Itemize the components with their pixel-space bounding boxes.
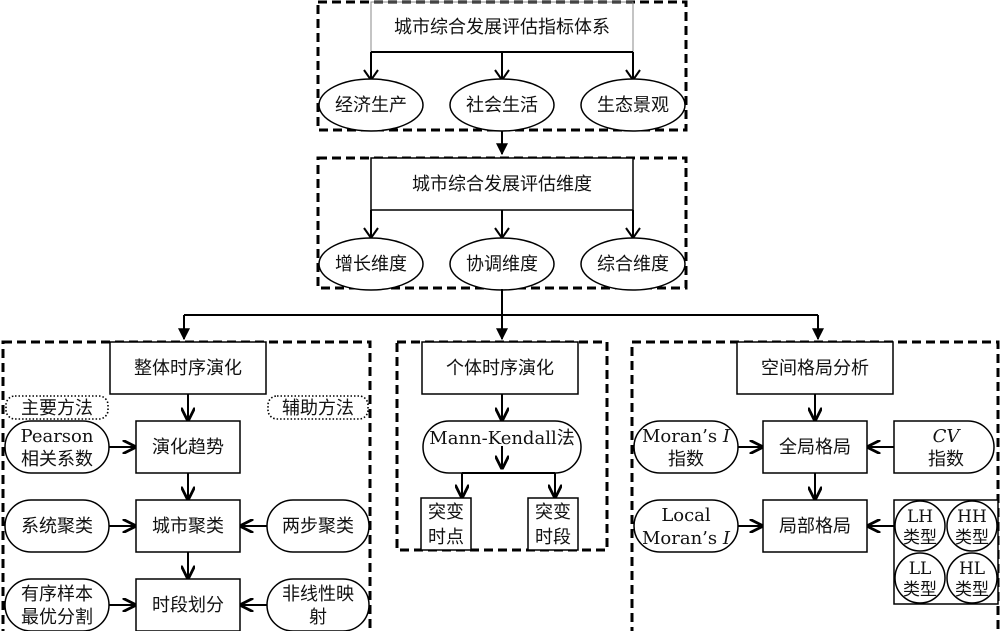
step-period-label: 时段划分: [152, 595, 224, 616]
step-cluster: [135, 499, 241, 553]
lisa-type-ll: [894, 552, 946, 604]
output-change-period: [527, 497, 579, 551]
overall-evolution-section: 整体时序演化 主要方法 辅助方法 演化趋势 城市聚类 时段划分 Pearson …: [1, 340, 372, 631]
branch-connector: [184, 289, 818, 316]
item-ecological-landscape: [580, 78, 686, 132]
lisa-type-hl-code: HL: [959, 559, 985, 579]
lisa-type-hh-label: 类型: [955, 528, 989, 548]
method-nonlinear-line1: 非线性映: [282, 584, 354, 605]
overall-title: 整体时序演化: [134, 358, 242, 379]
individual-evolution-section: 个体时序演化 Mann-Kendall法 突变 时点 突变 时段: [395, 340, 609, 552]
spatial-analysis-section: 空间格局分析 全局格局 局部格局 Moran’s I 指数 CV 指数 Loca…: [630, 340, 1000, 631]
method-ordered-line1: 有序样本: [21, 584, 93, 605]
lisa-type-lh-label: 类型: [903, 528, 937, 548]
main-method-tag: [5, 395, 109, 420]
lisa-type-ll-code: LL: [909, 559, 932, 579]
step-trend-label: 演化趋势: [152, 437, 224, 458]
method-morans-i-line1: Moran’s I: [642, 426, 731, 447]
step-local-pattern: [762, 499, 868, 553]
overall-title-box: [109, 341, 267, 395]
output-change-point-line1: 突变: [428, 502, 464, 523]
method-ordered-line2: 最优分割: [21, 607, 93, 628]
lisa-type-lh-code: LH: [907, 507, 933, 527]
dim-growth: [318, 237, 424, 291]
method-morans-i-line2: 指数: [668, 449, 704, 470]
item-social-life-label: 社会生活: [466, 95, 538, 116]
method-local-line1: Local: [661, 505, 711, 526]
step-cluster-label: 城市聚类: [152, 516, 224, 537]
method-pearson-line1: Pearson: [21, 426, 94, 447]
method-cv-line1: CV: [933, 426, 962, 447]
method-nonlinear-line2: 射: [309, 607, 327, 628]
spatial-title-box: [736, 341, 894, 395]
step-local-pattern-label: 局部格局: [779, 516, 851, 537]
dim-comprehensive-label: 综合维度: [597, 254, 669, 275]
lisa-type-ll-label: 类型: [903, 580, 937, 600]
dim-growth-label: 增长维度: [335, 254, 407, 275]
individual-title-box: [421, 341, 579, 395]
method-local-line2: Moran’s I: [642, 528, 731, 549]
method-pearson-line2: 相关系数: [21, 449, 93, 470]
dim-coordination-label: 协调维度: [466, 254, 538, 275]
indicator-system-section: 城市综合发展评估指标体系 经济生产 社会生活 生态景观: [316, 0, 688, 132]
output-change-point: [420, 497, 472, 551]
item-economic-production: [318, 78, 424, 132]
method-mann-kendall-label: Mann-Kendall法: [429, 428, 574, 449]
dim-comprehensive: [580, 237, 686, 291]
method-two-step-cluster-label: 两步聚类: [282, 516, 354, 537]
step-trend: [135, 420, 241, 474]
method-cv-index: [893, 420, 995, 474]
method-cv-line2: 指数: [928, 449, 964, 470]
method-hierarchical-cluster-label: 系统聚类: [21, 516, 93, 537]
output-change-period-line1: 突变: [535, 502, 571, 523]
lisa-type-hl-label: 类型: [955, 580, 989, 600]
main-method-label: 主要方法: [21, 398, 93, 419]
lisa-type-hh-code: HH: [957, 507, 987, 527]
item-economic-production-label: 经济生产: [335, 95, 407, 116]
spatial-title: 空间格局分析: [761, 358, 869, 379]
dimension-section: 城市综合发展评估维度 增长维度 协调维度 综合维度: [316, 156, 688, 291]
item-ecological-landscape-label: 生态景观: [597, 95, 669, 116]
indicator-system-title: 城市综合发展评估指标体系: [394, 17, 610, 38]
indicator-connectors: [370, 51, 634, 78]
aux-method-tag: [267, 395, 369, 420]
dimension-connectors: [370, 210, 634, 236]
output-change-period-line2: 时段: [535, 527, 571, 548]
individual-title: 个体时序演化: [446, 358, 554, 379]
lisa-type-hh: [946, 500, 998, 552]
output-change-point-line2: 时点: [428, 527, 464, 548]
lisa-type-hl: [946, 552, 998, 604]
dimension-title: 城市综合发展评估维度: [412, 174, 592, 195]
aux-method-label: 辅助方法: [282, 398, 354, 419]
lisa-type-lh: [894, 500, 946, 552]
step-global-pattern-label: 全局格局: [779, 437, 851, 458]
